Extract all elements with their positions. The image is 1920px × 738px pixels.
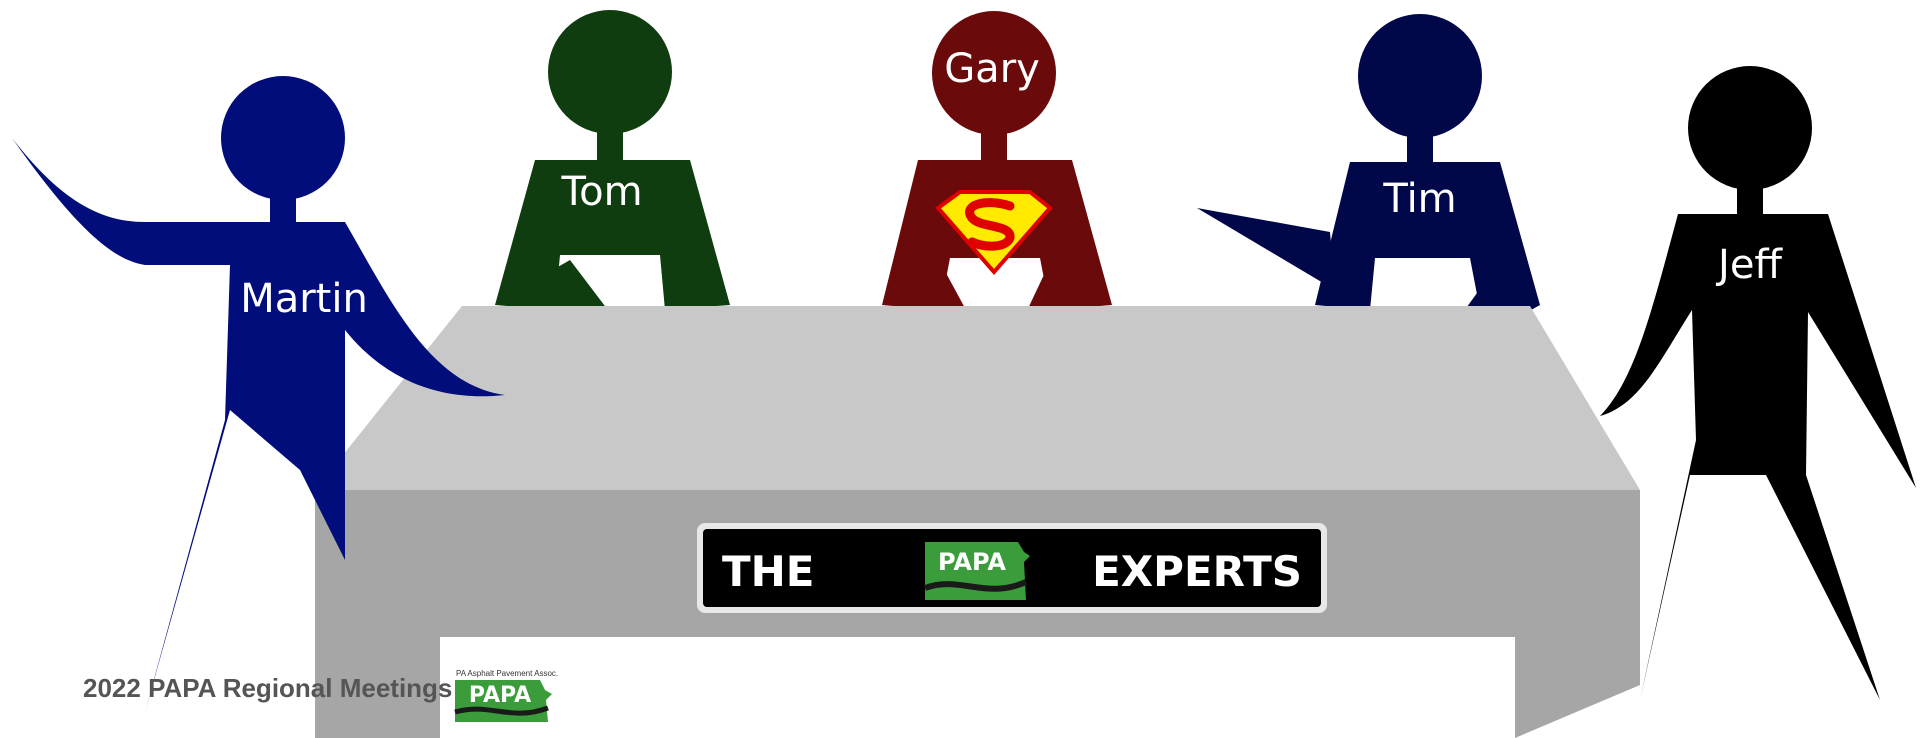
jeff-neck xyxy=(1737,186,1763,216)
tim-torso xyxy=(1315,162,1540,310)
jeff-body xyxy=(1600,214,1916,700)
sign-left-text: THE xyxy=(722,547,815,596)
gary-head xyxy=(932,11,1056,135)
jeff-name-label: Jeff xyxy=(1715,242,1783,288)
gary-name-label: Gary xyxy=(944,46,1040,92)
tom-neck xyxy=(597,132,623,162)
table-top xyxy=(315,306,1640,490)
sign-right-text: EXPERTS xyxy=(1092,547,1302,596)
sign-logo-text: PAPA xyxy=(938,548,1006,576)
experts-sign: THE EXPERTS PAPA xyxy=(697,523,1327,613)
martin-body xyxy=(12,138,505,712)
tom-head xyxy=(548,10,672,134)
tim-name-label: Tim xyxy=(1382,176,1456,222)
martin-head xyxy=(221,76,345,200)
martin-name-label: Martin xyxy=(240,276,368,322)
martin-neck xyxy=(270,196,296,224)
superman-emblem-icon xyxy=(935,190,1053,276)
figure-martin: Martin xyxy=(12,76,505,712)
tim-head xyxy=(1358,14,1482,138)
jeff-head xyxy=(1688,66,1812,190)
tim-neck xyxy=(1407,136,1433,164)
gary-neck xyxy=(981,133,1007,163)
figure-jeff: Jeff xyxy=(1600,66,1916,700)
papa-logo-icon: PAPA xyxy=(923,542,1030,600)
footer-logo-caption: PA Asphalt Pavement Assoc. xyxy=(456,669,558,678)
footer-title: 2022 PAPA Regional Meetings xyxy=(83,673,453,703)
tom-name-label: Tom xyxy=(560,169,642,215)
footer-logo-text: PAPA xyxy=(469,683,531,708)
footer-papa-logo-icon: PA Asphalt Pavement Assoc. PAPA xyxy=(454,669,558,722)
tim-arm-left xyxy=(1197,208,1335,290)
